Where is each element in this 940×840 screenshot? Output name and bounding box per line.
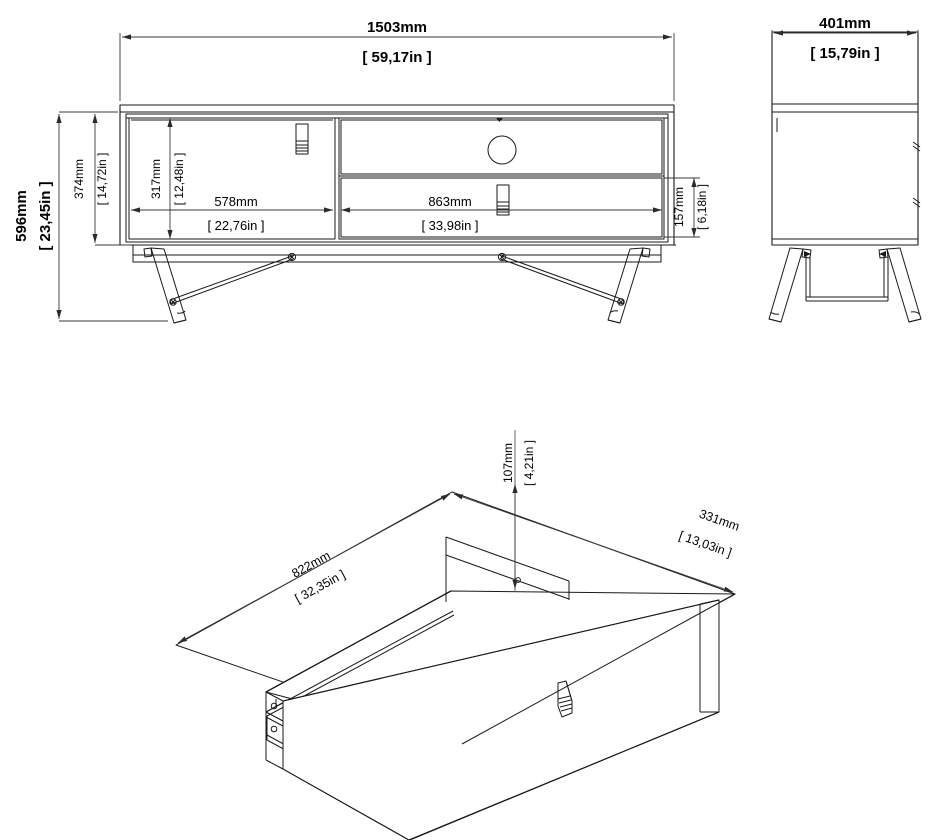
front-left-brace	[169, 252, 297, 306]
side-right-leg	[878, 247, 922, 323]
dim-body-height	[92, 111, 131, 246]
round-knob-icon	[487, 135, 517, 165]
dim-drawer-width	[453, 493, 734, 593]
label-overall-height-mm: 596mm	[13, 190, 30, 242]
dim-overall-width	[119, 33, 675, 101]
front-view-dimensions	[56, 33, 700, 322]
dim-drawer-height	[512, 430, 518, 592]
label-drawer-front-height-in: [ 6,18in ]	[695, 184, 709, 230]
label-drawer-front-height-mm: 157mm	[672, 187, 686, 227]
drawer-handle-iso-icon	[557, 680, 573, 718]
label-overall-width-mm: 1503mm	[367, 19, 427, 36]
front-left-door[interactable]	[128, 117, 336, 240]
label-opening-height-in: [ 12,48in ]	[172, 153, 186, 206]
label-body-height-mm: 374mm	[72, 159, 86, 199]
label-left-door-width-mm: 578mm	[214, 194, 257, 209]
side-view-dimensions	[771, 30, 919, 36]
front-view-dimension-labels: 1503mm [ 59,17in ] 596mm [ 23,45in ] 374…	[13, 19, 709, 251]
dim-drawer-front-height	[664, 177, 700, 238]
flap-latch-icon	[496, 118, 503, 122]
front-right-brace	[497, 252, 625, 306]
side-leg-braces	[805, 256, 889, 302]
drawer-front-face	[282, 599, 720, 840]
label-drawer-height-in: [ 4,21in ]	[522, 440, 536, 486]
label-overall-height-in: [ 23,45in ]	[37, 181, 54, 250]
drawer-iso-dimensions	[177, 430, 734, 644]
label-right-section-width-mm: 863mm	[428, 194, 471, 209]
left-door-handle-icon	[295, 123, 309, 155]
label-opening-height-mm: 317mm	[149, 159, 163, 199]
label-depth-in: [ 15,79in ]	[810, 45, 879, 62]
front-base-rail	[118, 244, 676, 263]
dim-depth	[771, 30, 919, 36]
front-right-leg	[607, 247, 651, 324]
dim-drawer-length	[177, 493, 451, 644]
side-hinge-marks	[776, 118, 921, 208]
side-left-leg	[768, 247, 812, 323]
label-drawer-height-mm: 107mm	[501, 443, 515, 483]
label-overall-width-in: [ 59,17in ]	[362, 49, 431, 66]
side-elevation-view	[768, 31, 922, 323]
drawer-front-top-edge	[461, 593, 736, 745]
label-depth-mm: 401mm	[819, 15, 871, 32]
label-left-door-width-in: [ 22,76in ]	[207, 218, 264, 233]
side-view-dimension-labels: 401mm [ 15,79in ]	[810, 15, 879, 62]
drawer-right-side	[699, 599, 720, 713]
front-left-leg	[143, 247, 187, 324]
label-body-height-in: [ 14,72in ]	[95, 153, 109, 206]
label-right-section-width-in: [ 33,98in ]	[421, 218, 478, 233]
